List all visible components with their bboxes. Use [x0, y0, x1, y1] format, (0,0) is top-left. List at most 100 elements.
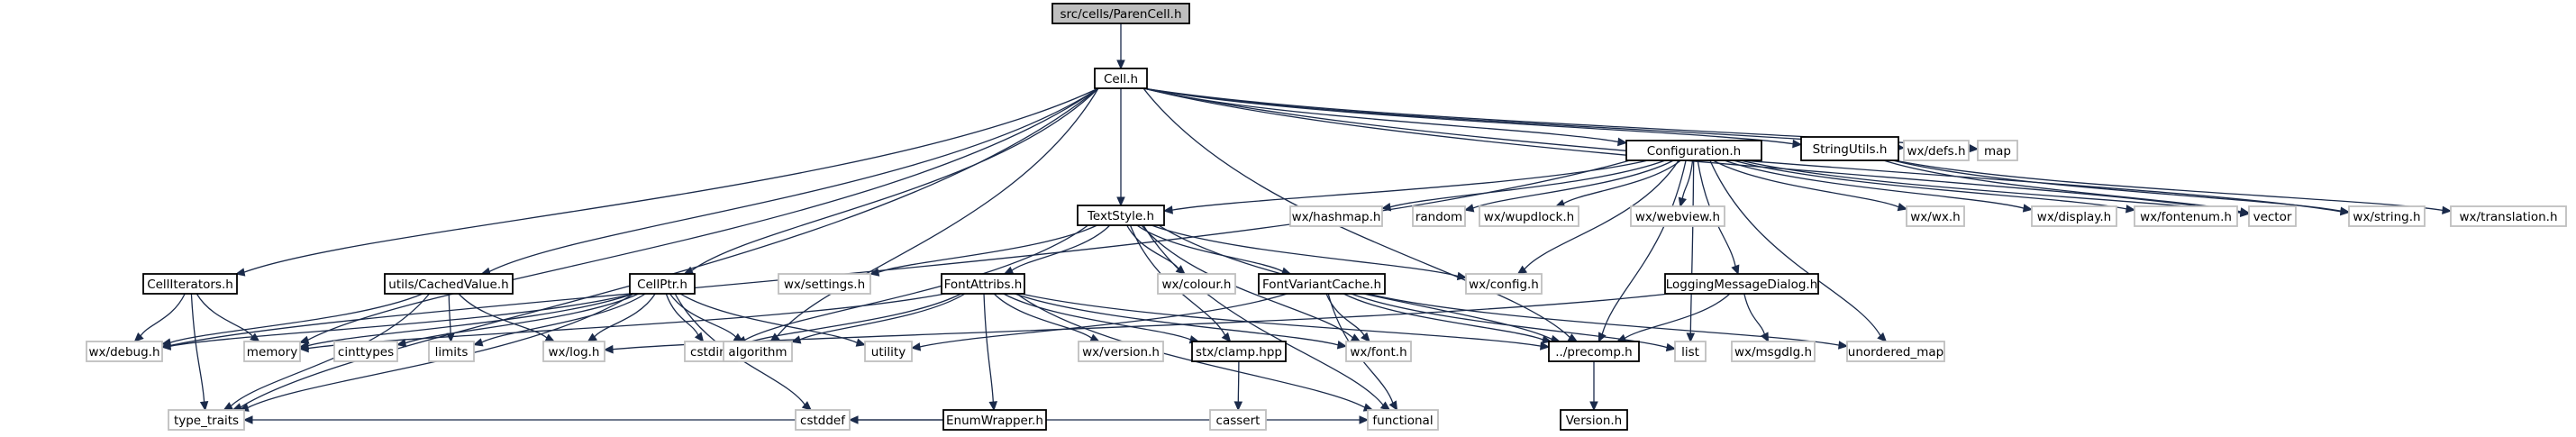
node-cstddef: cstddef: [795, 409, 851, 431]
arrowhead-paren-to-cell: [1116, 59, 1125, 70]
node-label-textstyle: TextStyle.h: [1087, 209, 1154, 223]
node-wxwebview: wx/webview.h: [1630, 205, 1725, 227]
edge-loggingdialog-to-precomp: [1624, 293, 1731, 340]
node-box-cstddef: [795, 409, 851, 431]
node-box-wxfontenum: [2134, 205, 2238, 227]
arrowhead-cellptr-to-limits: [472, 338, 484, 347]
arrowhead-configuration-to-wxfontenum: [2125, 205, 2136, 214]
arrowhead-configuration-to-wxconfig: [1516, 265, 1528, 275]
node-box-paren: [1051, 3, 1190, 24]
edge-cell-to-precomp: [1142, 87, 1570, 338]
arrowhead-configuration-to-wxdisplay: [2022, 204, 2034, 213]
node-box-random: [1412, 205, 1466, 227]
node-memory: memory: [243, 341, 301, 362]
node-wxwx: wx/wx.h: [1906, 205, 1965, 227]
node-label-limits: limits: [435, 345, 469, 360]
arrowhead-textstyle-to-fontattribs: [1003, 266, 1015, 275]
node-cachedvalue[interactable]: utils/CachedValue.h: [384, 273, 514, 295]
node-label-utility: utility: [871, 345, 906, 360]
node-stxclamp[interactable]: stx/clamp.hpp: [1191, 341, 1287, 362]
node-vector: vector: [2248, 205, 2297, 227]
node-box-wxlog: [542, 341, 605, 362]
arrowhead-cell-to-textstyle: [1116, 196, 1125, 207]
node-celliterators[interactable]: CellIterators.h: [142, 273, 238, 295]
node-label-wxdebug: wx/debug.h: [89, 345, 160, 360]
node-label-wxfontenum: wx/fontenum.h: [2140, 210, 2232, 224]
arrowhead-fontattribs-to-memory: [298, 343, 309, 353]
node-enumwrapper[interactable]: EnumWrapper.h: [942, 409, 1047, 431]
node-cell[interactable]: Cell.h: [1094, 68, 1148, 89]
edge-stringutils-to-wxtranslation: [1894, 159, 2444, 212]
node-wxconfig: wx/config.h: [1465, 273, 1543, 295]
node-loggingdialog[interactable]: LoggingMessageDialog.h: [1664, 273, 1819, 295]
edge-cell-to-wxstring: [1142, 87, 2342, 213]
node-label-wxstring: wx/string.h: [2353, 210, 2420, 224]
node-stringutils[interactable]: StringUtils.h: [1800, 136, 1899, 161]
node-cellptr[interactable]: CellPtr.h: [629, 273, 696, 295]
edge-cellptr-to-cinttypes: [405, 293, 639, 344]
node-box-textstyle: [1077, 205, 1165, 226]
arrowhead-configuration-to-unorderedmap: [1877, 332, 1888, 342]
edge-celliterators-to-typetraits: [190, 293, 205, 403]
arrowhead-textstyle-to-functional: [1379, 401, 1391, 411]
node-label-wxdisplay: wx/display.h: [2037, 210, 2111, 224]
edge-fontattribs-to-stxclamp: [1003, 293, 1191, 341]
node-box-precomp: [1548, 341, 1640, 362]
node-box-stxclamp: [1191, 341, 1287, 362]
node-wxlog: wx/log.h: [542, 341, 605, 362]
node-label-wxwupdlock: wx/wupdlock.h: [1484, 210, 1574, 224]
node-label-configuration: Configuration.h: [1647, 144, 1741, 159]
edge-textstyle-to-fontattribs: [1011, 224, 1111, 271]
edge-fontattribs-to-enumwrapper: [983, 293, 994, 403]
node-box-cachedvalue: [384, 273, 514, 295]
node-wxmsgdlg: wx/msgdlg.h: [1731, 341, 1816, 362]
node-box-unorderedmap: [1846, 341, 1945, 362]
node-box-wxmsgdlg: [1731, 341, 1816, 362]
arrowhead-fontattribs-to-precomp: [1540, 341, 1551, 351]
node-box-wxwupdlock: [1479, 205, 1579, 227]
node-functional: functional: [1367, 409, 1439, 431]
edge-fontattribs-to-wxfont: [1014, 293, 1339, 346]
node-label-precomp: ../precomp.h: [1555, 345, 1633, 360]
edge-cell-to-cellptr: [691, 87, 1099, 271]
node-precomp[interactable]: ../precomp.h: [1548, 341, 1640, 362]
edge-textstyle-to-wxfont: [1141, 224, 1353, 339]
node-versionh[interactable]: Version.h: [1560, 409, 1628, 431]
node-box-fontvariantcache: [1258, 273, 1386, 295]
node-box-wxtranslation: [2450, 205, 2567, 227]
node-box-algorithm: [723, 341, 793, 362]
arrowhead-cellptr-to-cstddef: [801, 401, 813, 411]
node-label-wxconfig: wx/config.h: [1469, 278, 1539, 292]
node-box-wxdisplay: [2031, 205, 2117, 227]
node-box-cell: [1094, 68, 1148, 89]
node-configuration[interactable]: Configuration.h: [1625, 140, 1762, 161]
node-textstyle[interactable]: TextStyle.h: [1077, 205, 1165, 226]
node-list: list: [1674, 341, 1707, 362]
node-fontvariantcache[interactable]: FontVariantCache.h: [1258, 273, 1386, 295]
node-paren[interactable]: src/cells/ParenCell.h: [1051, 3, 1190, 24]
node-label-map: map: [1984, 144, 2011, 159]
node-typetraits: type_traits: [168, 409, 245, 431]
arrowhead-textstyle-to-stxclamp: [1221, 332, 1232, 342]
node-label-celliterators: CellIterators.h: [147, 278, 233, 292]
arrowhead-enumwrapper-to-typetraits: [242, 415, 253, 424]
arrowhead-cell-to-celliterators: [234, 268, 246, 277]
node-wxwupdlock: wx/wupdlock.h: [1479, 205, 1579, 227]
node-box-wxwx: [1906, 205, 1965, 227]
node-label-loggingdialog: LoggingMessageDialog.h: [1666, 278, 1818, 292]
arrowhead-stringutils-to-vector: [2239, 207, 2251, 216]
edge-textstyle-to-wxconfig: [1151, 224, 1459, 278]
node-fontattribs[interactable]: FontAttribs.h: [941, 273, 1025, 295]
node-box-utility: [864, 341, 913, 362]
arrowhead-cachedvalue-to-wxlog: [544, 333, 556, 342]
node-wxstring: wx/string.h: [2348, 205, 2426, 227]
edge-cellptr-to-limits: [481, 293, 646, 343]
node-label-wxtranslation: wx/translation.h: [2459, 210, 2557, 224]
node-box-cassert: [1209, 409, 1267, 431]
arrowhead-configuration-to-wxwebview: [1678, 196, 1687, 208]
arrowhead-fontvariantcache-to-utility: [910, 342, 922, 351]
node-box-map: [1977, 140, 2018, 161]
edge-cellptr-to-memory: [307, 293, 634, 347]
node-label-wxfont: wx/font.h: [1350, 345, 1406, 360]
node-box-memory: [243, 341, 301, 362]
